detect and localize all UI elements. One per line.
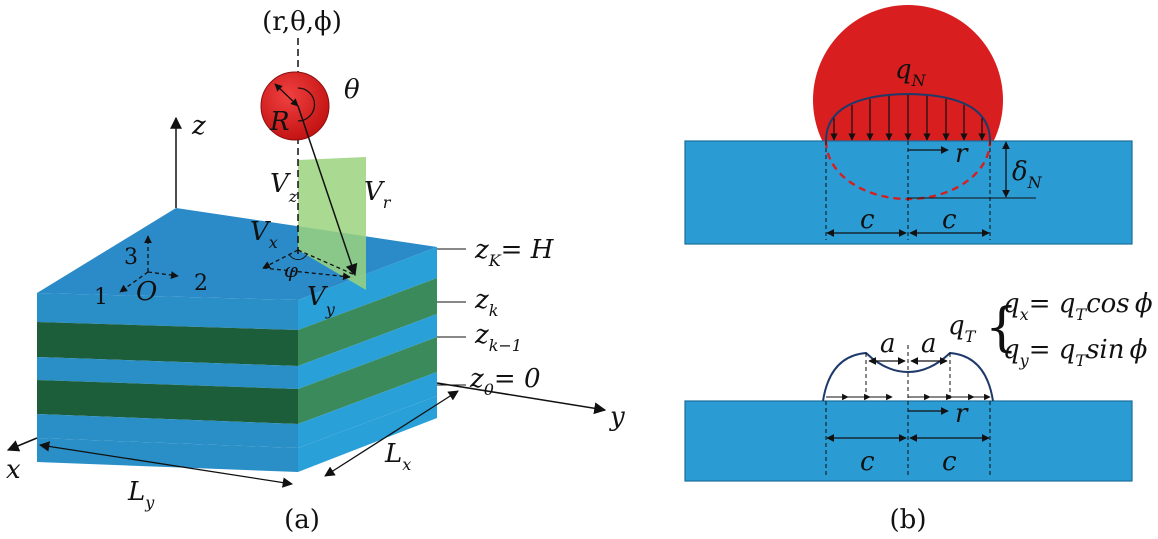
vy-label: Vy: [307, 282, 336, 319]
c-left-top-label: c: [860, 205, 875, 235]
qt-label: qT: [948, 311, 977, 346]
laminate-top-face: [37, 208, 437, 300]
x-axis: [6, 437, 38, 452]
panel-a: z x y Ly Lx zK= H zk zk−1 z0= 0 3 2 1 O …: [6, 7, 625, 535]
caption-a: (a): [284, 505, 320, 535]
local-axis-2-label: 2: [194, 271, 208, 296]
zkm1-label: zk−1: [474, 320, 522, 355]
lx-label: Lx: [384, 439, 411, 474]
r-label-top: r: [955, 139, 969, 169]
c-left-bottom-label: c: [860, 447, 875, 477]
brace: {: [985, 298, 1018, 358]
front-layer-3: [37, 357, 298, 389]
c-right-top-label: c: [942, 205, 957, 235]
source-point-label: (r,θ,ϕ): [262, 7, 342, 37]
vxy-projection: [297, 249, 356, 276]
caption-b: (b): [890, 505, 927, 535]
radius-label: R: [269, 107, 290, 137]
r-label-bottom: r: [955, 399, 969, 429]
qn-label: qN: [895, 55, 927, 90]
vx-label: Vx: [250, 217, 278, 252]
vz-label: Vz: [270, 169, 298, 206]
lx-dimension: [324, 390, 459, 477]
ly-dimension: [38, 441, 294, 488]
a-right-label: a: [921, 329, 937, 359]
qx-equation: qx= qTcos ϕ: [1003, 289, 1153, 324]
theta-arc: [297, 87, 316, 122]
phi-label: φ: [284, 258, 298, 282]
tangential-traction-profile: [822, 351, 994, 402]
right-layer-2: [298, 278, 437, 366]
panel-b: qN r δN c c a a: [684, 5, 1153, 535]
local-axis-2: [147, 271, 179, 279]
qy-equation: qy= qTsin ϕ: [1003, 335, 1148, 370]
vr-label: Vr: [364, 177, 392, 212]
theta-label: θ: [344, 75, 360, 105]
y-axis: [436, 382, 607, 415]
front-layer-5: [37, 414, 298, 448]
front-layer-4: [37, 380, 298, 424]
zk-label: zk: [474, 285, 498, 320]
ly-label: Ly: [127, 477, 155, 512]
vr-vector: [297, 105, 358, 277]
local-axis-1: [119, 271, 149, 293]
front-layer-2: [37, 322, 298, 366]
normal-pressure-profile: [825, 92, 991, 142]
right-layer-1: [298, 247, 437, 330]
local-axis-3-label: 3: [124, 245, 138, 270]
right-layer-3: [298, 314, 437, 389]
z-axis-label: z: [191, 111, 206, 141]
front-layer-1: [37, 293, 298, 330]
z0-label: z0= 0: [469, 364, 540, 399]
delta-n-label: δN: [1012, 157, 1043, 192]
phi-arc-top: [288, 253, 308, 261]
normal-pressure-arrows: [830, 95, 986, 141]
a-left-label: a: [880, 329, 896, 359]
zK-label: zK= H: [474, 235, 555, 270]
laminate-side-front: [37, 293, 298, 472]
y-axis-label: y: [609, 402, 625, 432]
x-axis-label: x: [6, 455, 21, 485]
vy-vector: [262, 267, 351, 281]
local-axis-1-label: 1: [94, 285, 108, 310]
radius-arrow: [274, 83, 299, 107]
c-right-bottom-label: c: [942, 447, 957, 477]
target-block-bottom: [684, 400, 1133, 482]
origin-label: O: [136, 277, 157, 307]
